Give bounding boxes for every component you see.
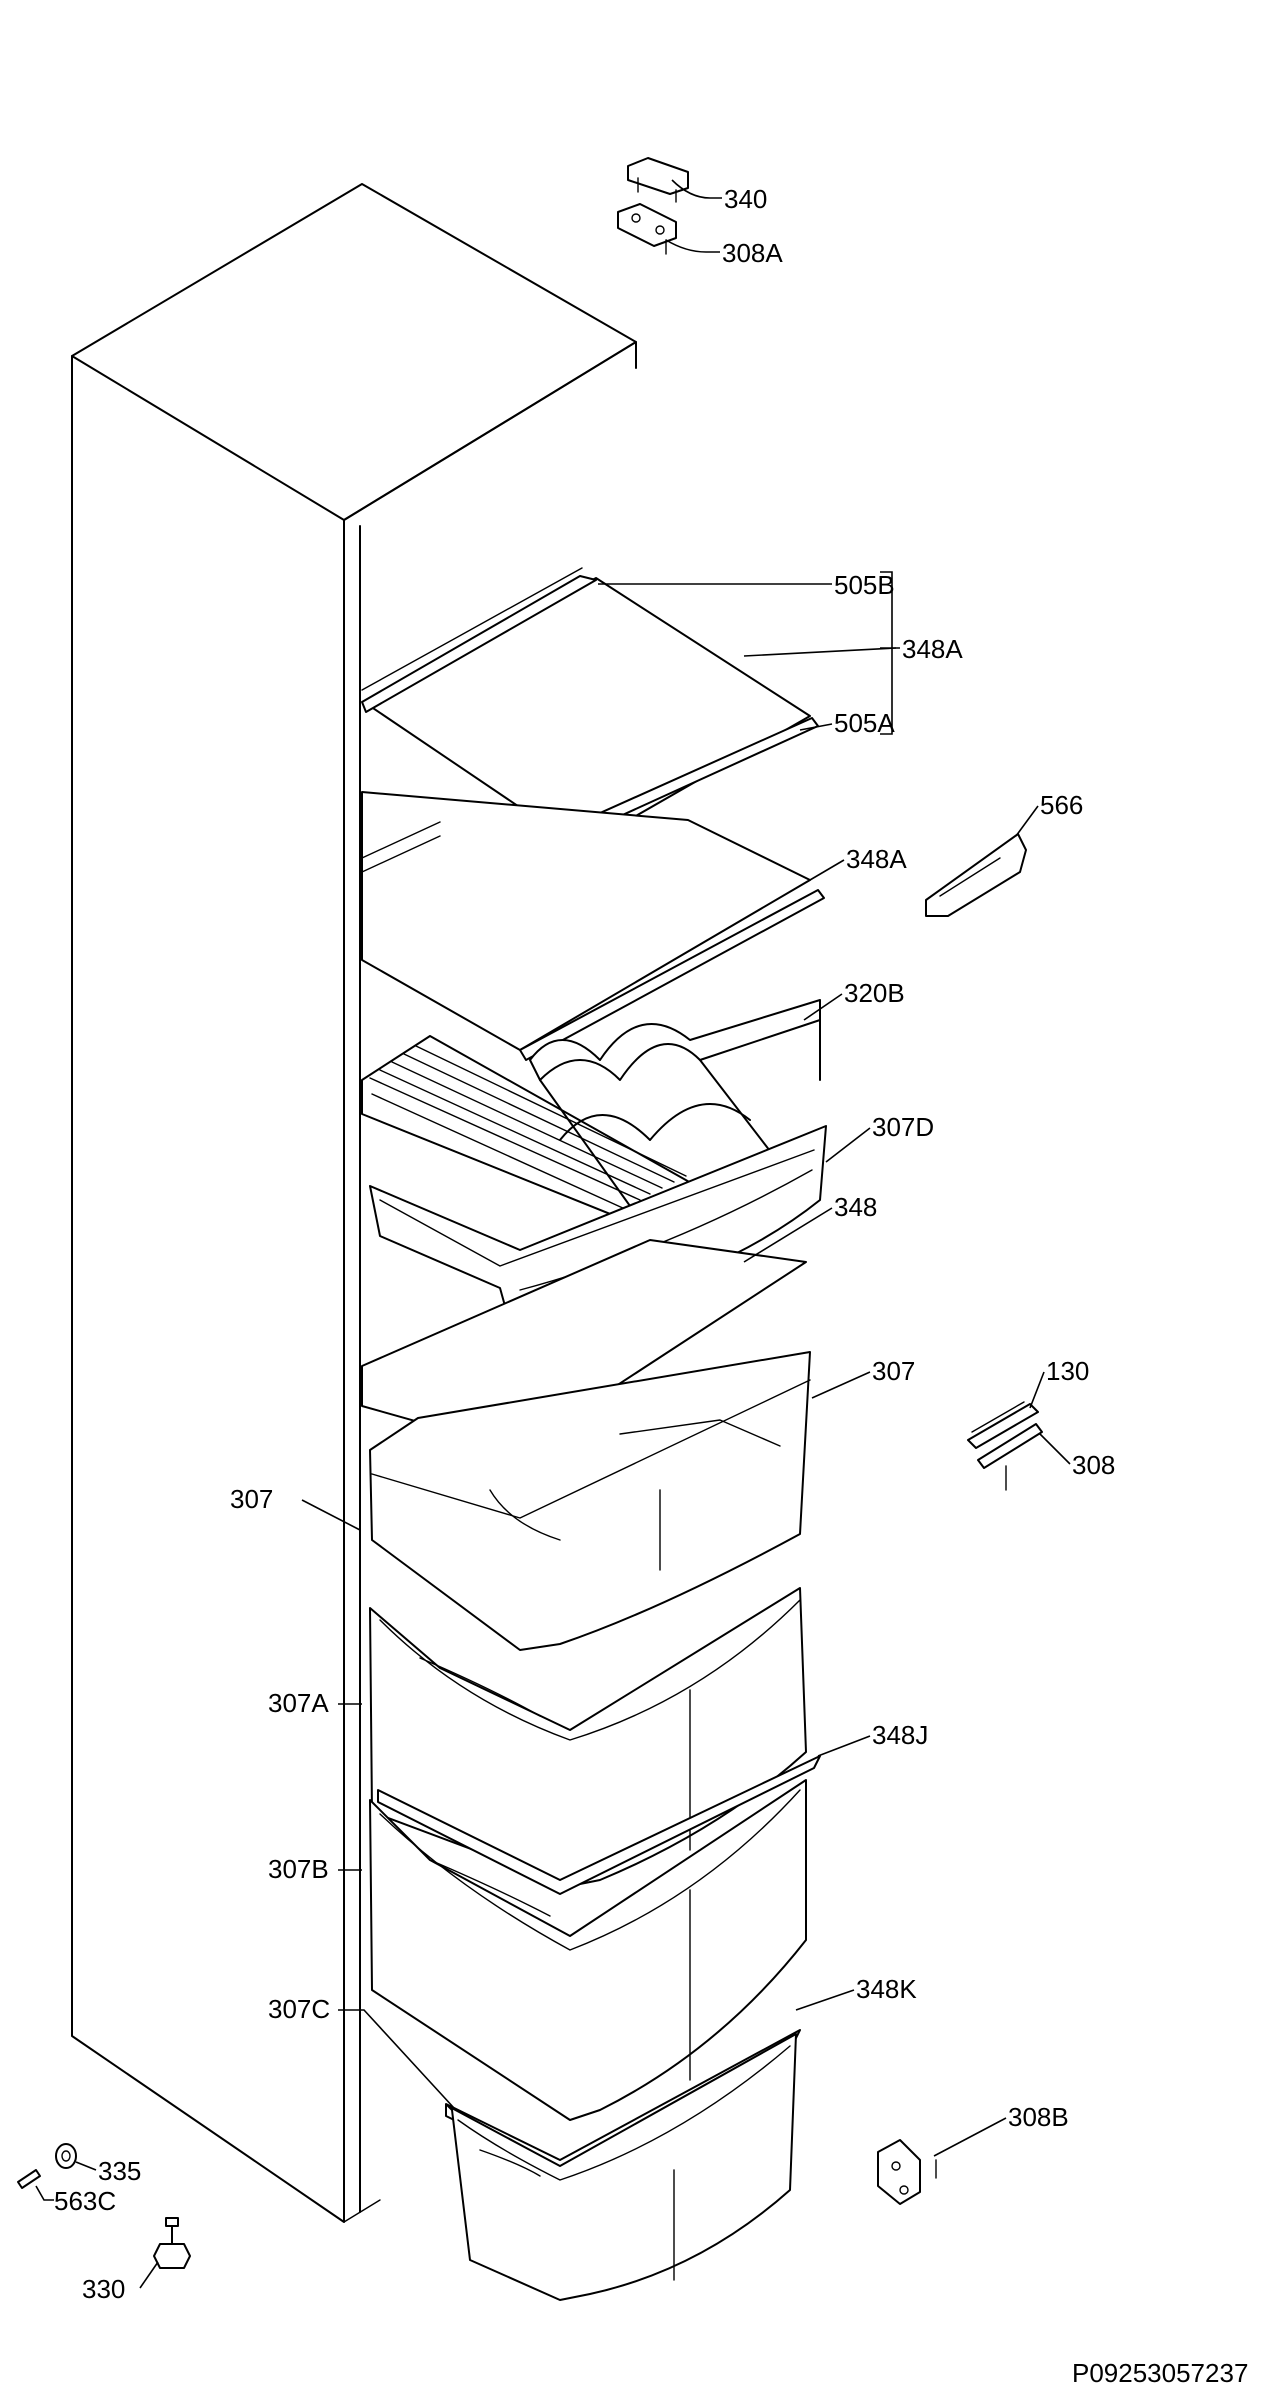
label-130: 130	[1046, 1356, 1089, 1386]
label-348J: 348J	[872, 1720, 928, 1750]
top-hinge-cover	[627, 157, 689, 203]
label-505B: 505B	[834, 570, 895, 600]
drawer-307	[369, 1351, 811, 1651]
middle-hinge-308	[977, 1423, 1043, 1491]
label-340: 340	[724, 184, 767, 214]
adjustable-foot-330	[153, 2217, 191, 2269]
label-348A-mid: 348A	[846, 844, 907, 874]
diagram-code: P09253057237	[1072, 2358, 1248, 2388]
drawer-307B	[369, 1779, 807, 2121]
bottom-hinge-308B	[877, 2139, 937, 2205]
label-307A: 307A	[268, 1688, 329, 1718]
label-307-left: 307	[230, 1484, 273, 1514]
label-348K: 348K	[856, 1974, 917, 2004]
top-hinge	[617, 203, 677, 255]
label-308A: 308A	[722, 238, 783, 268]
pin-563C	[17, 2169, 41, 2189]
label-308B: 308B	[1008, 2102, 1069, 2132]
label-566: 566	[1040, 790, 1083, 820]
label-307D: 307D	[872, 1112, 934, 1142]
leader-lines	[35, 179, 1071, 2289]
glass-plate-348	[361, 1239, 807, 1451]
door-stop-566	[925, 833, 1027, 917]
glass-shelf-middle	[361, 791, 825, 1061]
part-labels: 340 308A 505B 348A 505A 566 348A 320B 30…	[54, 184, 1115, 2304]
label-348A-top: 348A	[902, 634, 963, 664]
label-307B: 307B	[268, 1854, 329, 1884]
plate-348J	[377, 1755, 821, 1895]
label-505A: 505A	[834, 708, 895, 738]
label-330: 330	[82, 2274, 125, 2304]
label-307-right: 307	[872, 1356, 915, 1386]
drawer-307C	[447, 2033, 797, 2301]
label-335: 335	[98, 2156, 141, 2186]
bushing-335	[55, 2143, 77, 2169]
label-307C: 307C	[268, 1994, 330, 2024]
cabinet	[71, 183, 637, 2223]
label-308: 308	[1072, 1450, 1115, 1480]
label-348: 348	[834, 1192, 877, 1222]
middle-hinge-130	[967, 1401, 1039, 1449]
label-320B: 320B	[844, 978, 905, 1008]
label-563C: 563C	[54, 2186, 116, 2216]
